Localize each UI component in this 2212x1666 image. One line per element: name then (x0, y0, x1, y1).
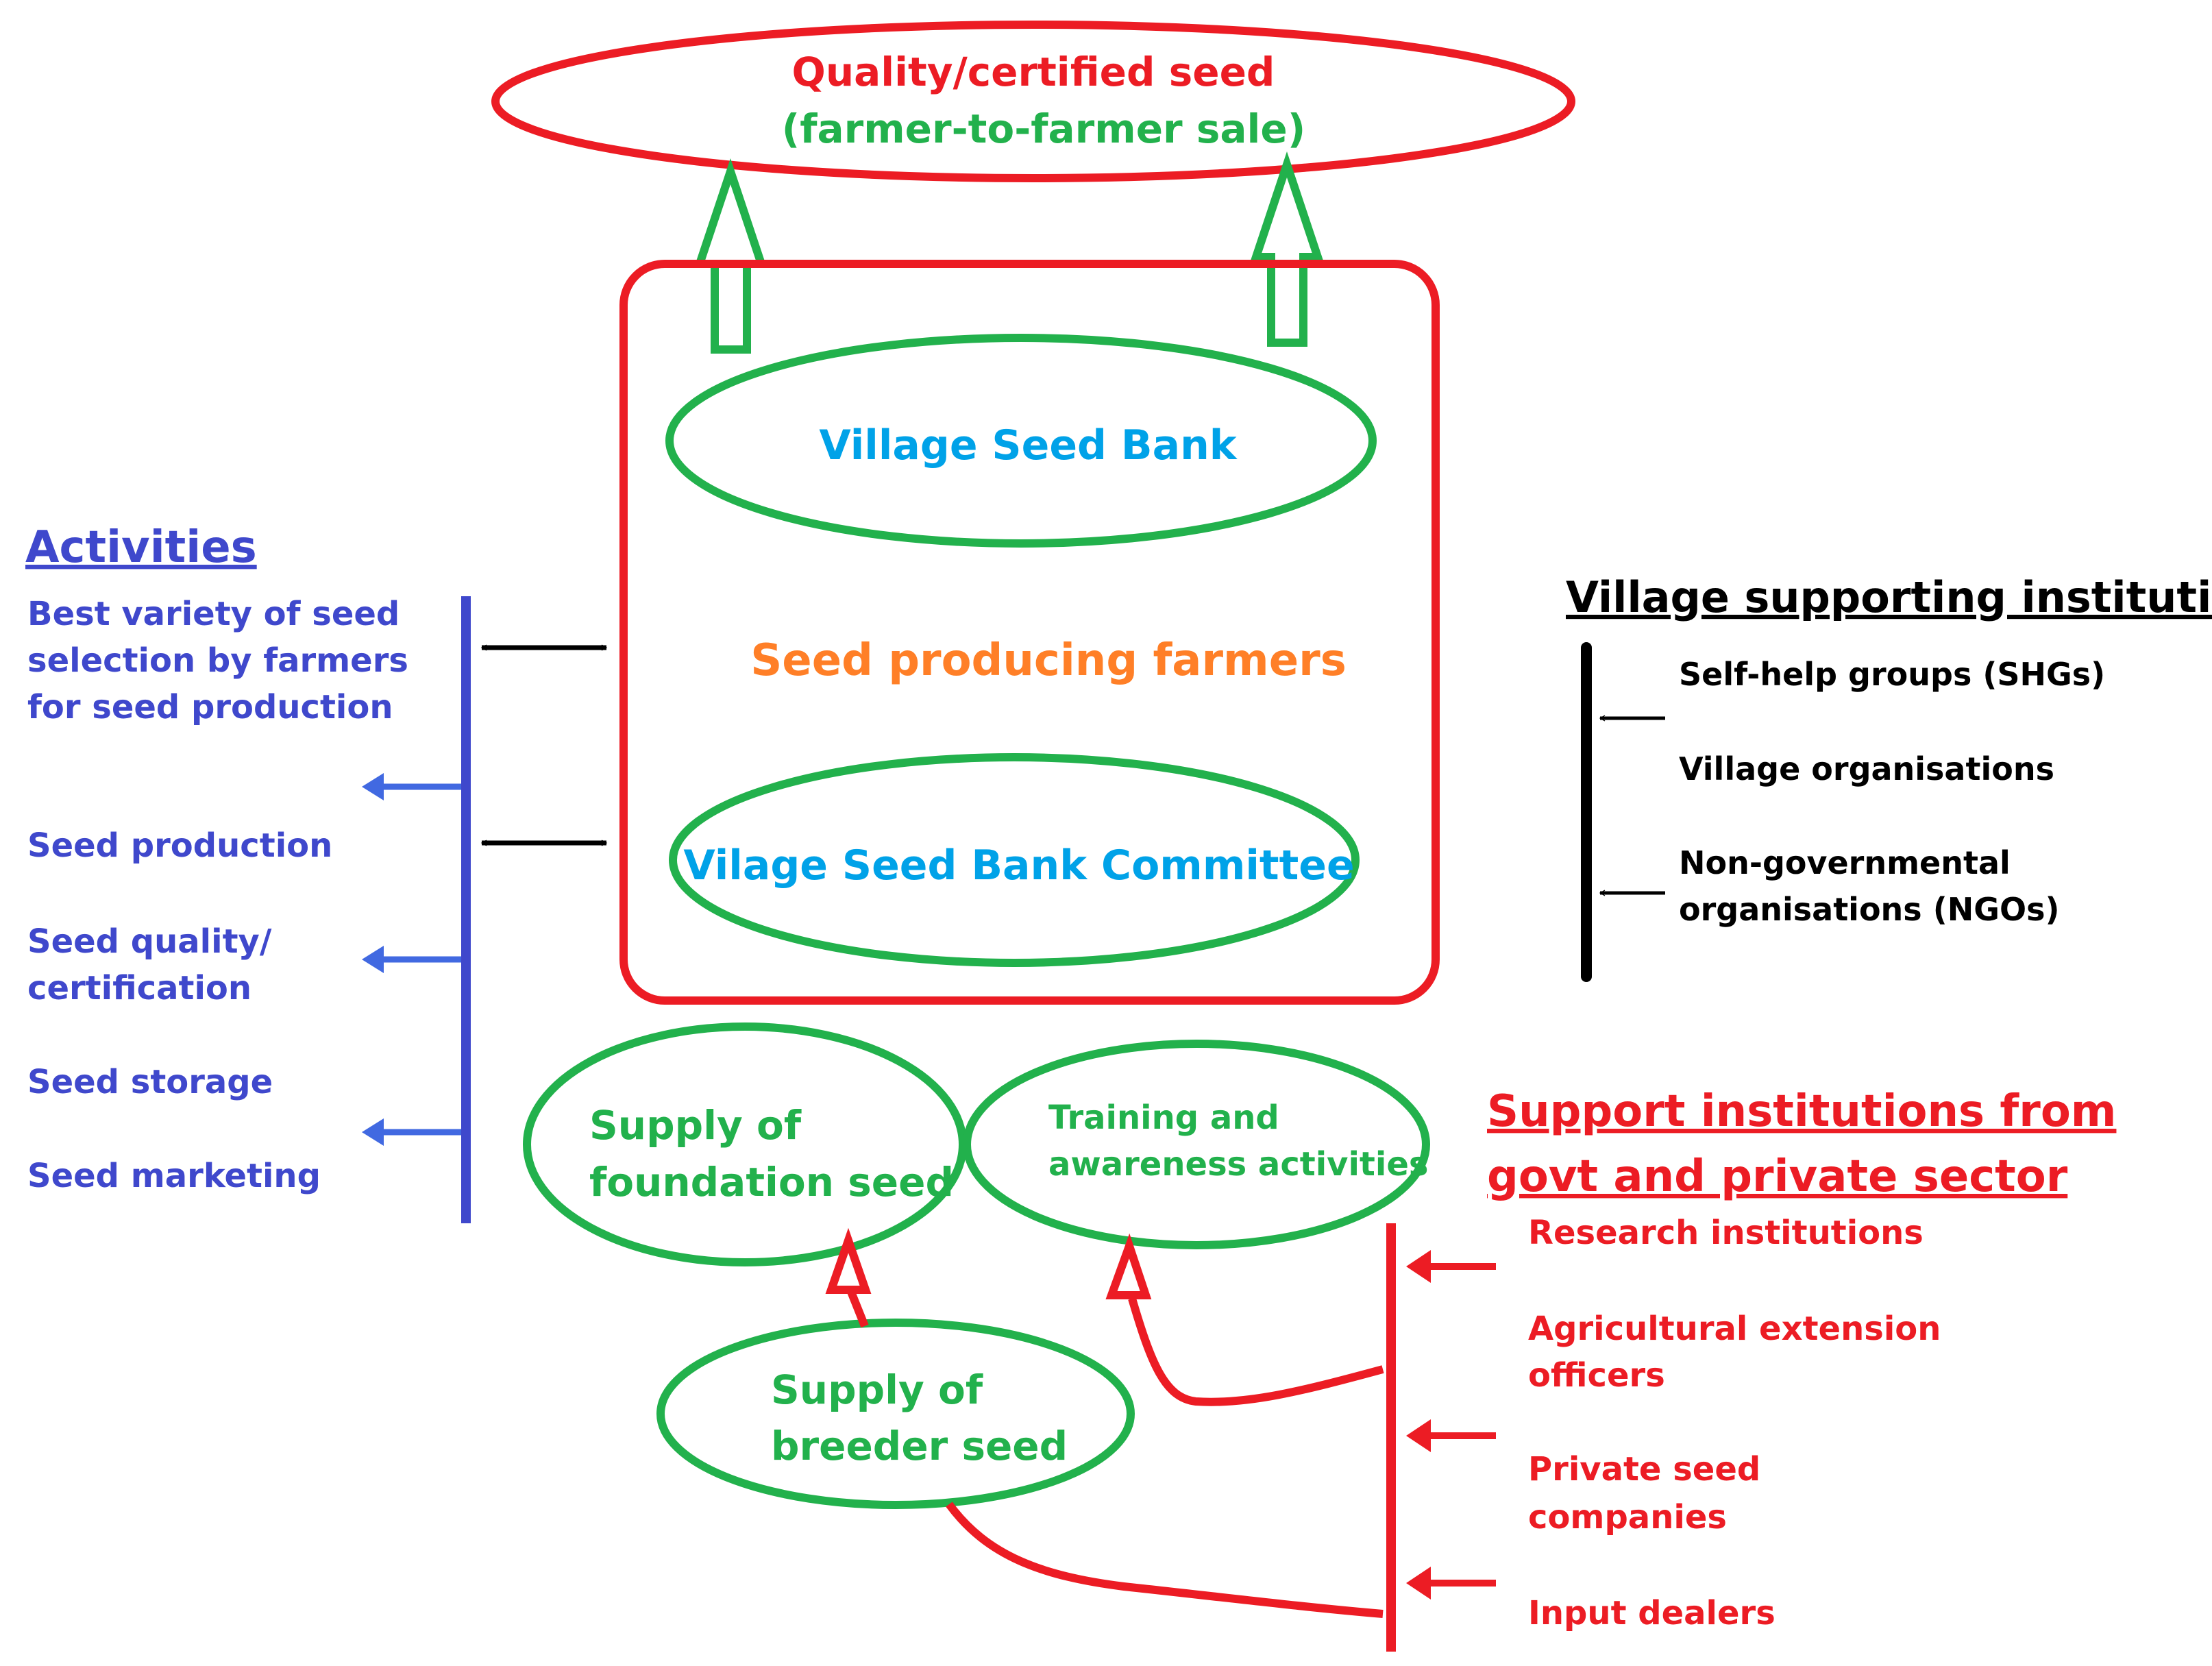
blue-arrow-2 (362, 946, 461, 973)
activities-heading: Activities (25, 522, 257, 573)
activity-seed-marketing: Seed marketing (27, 1157, 321, 1195)
quality-seed-ellipse (491, 21, 1575, 182)
blue-arrow-1 (362, 773, 461, 800)
govt-support-heading-line2: govt and private sector (1487, 1151, 2068, 1202)
activity-seed-production: Seed production (27, 826, 332, 865)
govt-extension-line2: officers (1528, 1356, 1665, 1395)
red-arrow-research (1406, 1250, 1496, 1283)
govt-to-breeder-curve (946, 1502, 1384, 1618)
govt-to-training-arrow (1105, 1233, 1384, 1406)
foundation-seed-line2: foundation seed (589, 1159, 954, 1205)
breeder-seed-ellipse (656, 1319, 1135, 1509)
activity-seed-quality-line1: Seed quality/ (27, 922, 272, 961)
training-ellipse (963, 1040, 1430, 1249)
breeder-to-foundation-arrow (825, 1227, 872, 1328)
govt-private-line2: companies (1528, 1498, 1727, 1536)
breeder-seed-line1: Supply of (771, 1367, 983, 1413)
activity-seed-quality-line2: certification (27, 969, 251, 1007)
quality-seed-label: Quality/certified seed (792, 49, 1275, 95)
support-shg: Self-help groups (SHGs) (1679, 656, 2105, 693)
training-line1: Training and (1048, 1099, 1279, 1137)
foundation-seed-line1: Supply of (589, 1102, 802, 1149)
support-ngo-line2: organisations (NGOs) (1679, 891, 2059, 928)
village-seed-bank-ellipse (665, 334, 1377, 548)
support-ngo-line1: Non-governmental (1679, 844, 2011, 881)
village-seed-bank-label: Village Seed Bank (819, 421, 1238, 469)
red-arrow-private (1406, 1419, 1496, 1452)
govt-support-heading-line1: Support institutions from (1487, 1086, 2116, 1137)
breeder-seed-line2: breeder seed (771, 1423, 1068, 1469)
seed-bank-box (619, 260, 1440, 1005)
govt-research: Research institutions (1528, 1214, 1924, 1252)
govt-input-dealers: Input dealers (1528, 1594, 1775, 1632)
training-line2: awareness activities (1048, 1145, 1428, 1184)
seed-producing-farmers-label: Seed producing farmers (750, 635, 1347, 686)
activity-seed-storage: Seed storage (27, 1063, 273, 1101)
committee-ellipse (669, 753, 1360, 967)
up-arrow-right (1250, 151, 1324, 347)
village-support-heading: Village supporting institutions (1566, 572, 2212, 622)
blue-arrow-3 (362, 1118, 461, 1146)
activity-best-variety-line3: for seed production (27, 688, 393, 726)
activity-best-variety-line1: Best variety of seed (27, 595, 400, 633)
red-arrow-input (1406, 1567, 1496, 1600)
farmer-sale-label: (farmer-to-farmer sale) (782, 106, 1306, 152)
govt-extension-line1: Agricultural extension (1528, 1310, 1941, 1348)
committee-label: Vilage Seed Bank Committee (683, 842, 1354, 890)
govt-private-line1: Private seed (1528, 1450, 1760, 1489)
support-village-org: Village organisations (1679, 750, 2054, 787)
activity-best-variety-line2: selection by farmers (27, 641, 408, 680)
